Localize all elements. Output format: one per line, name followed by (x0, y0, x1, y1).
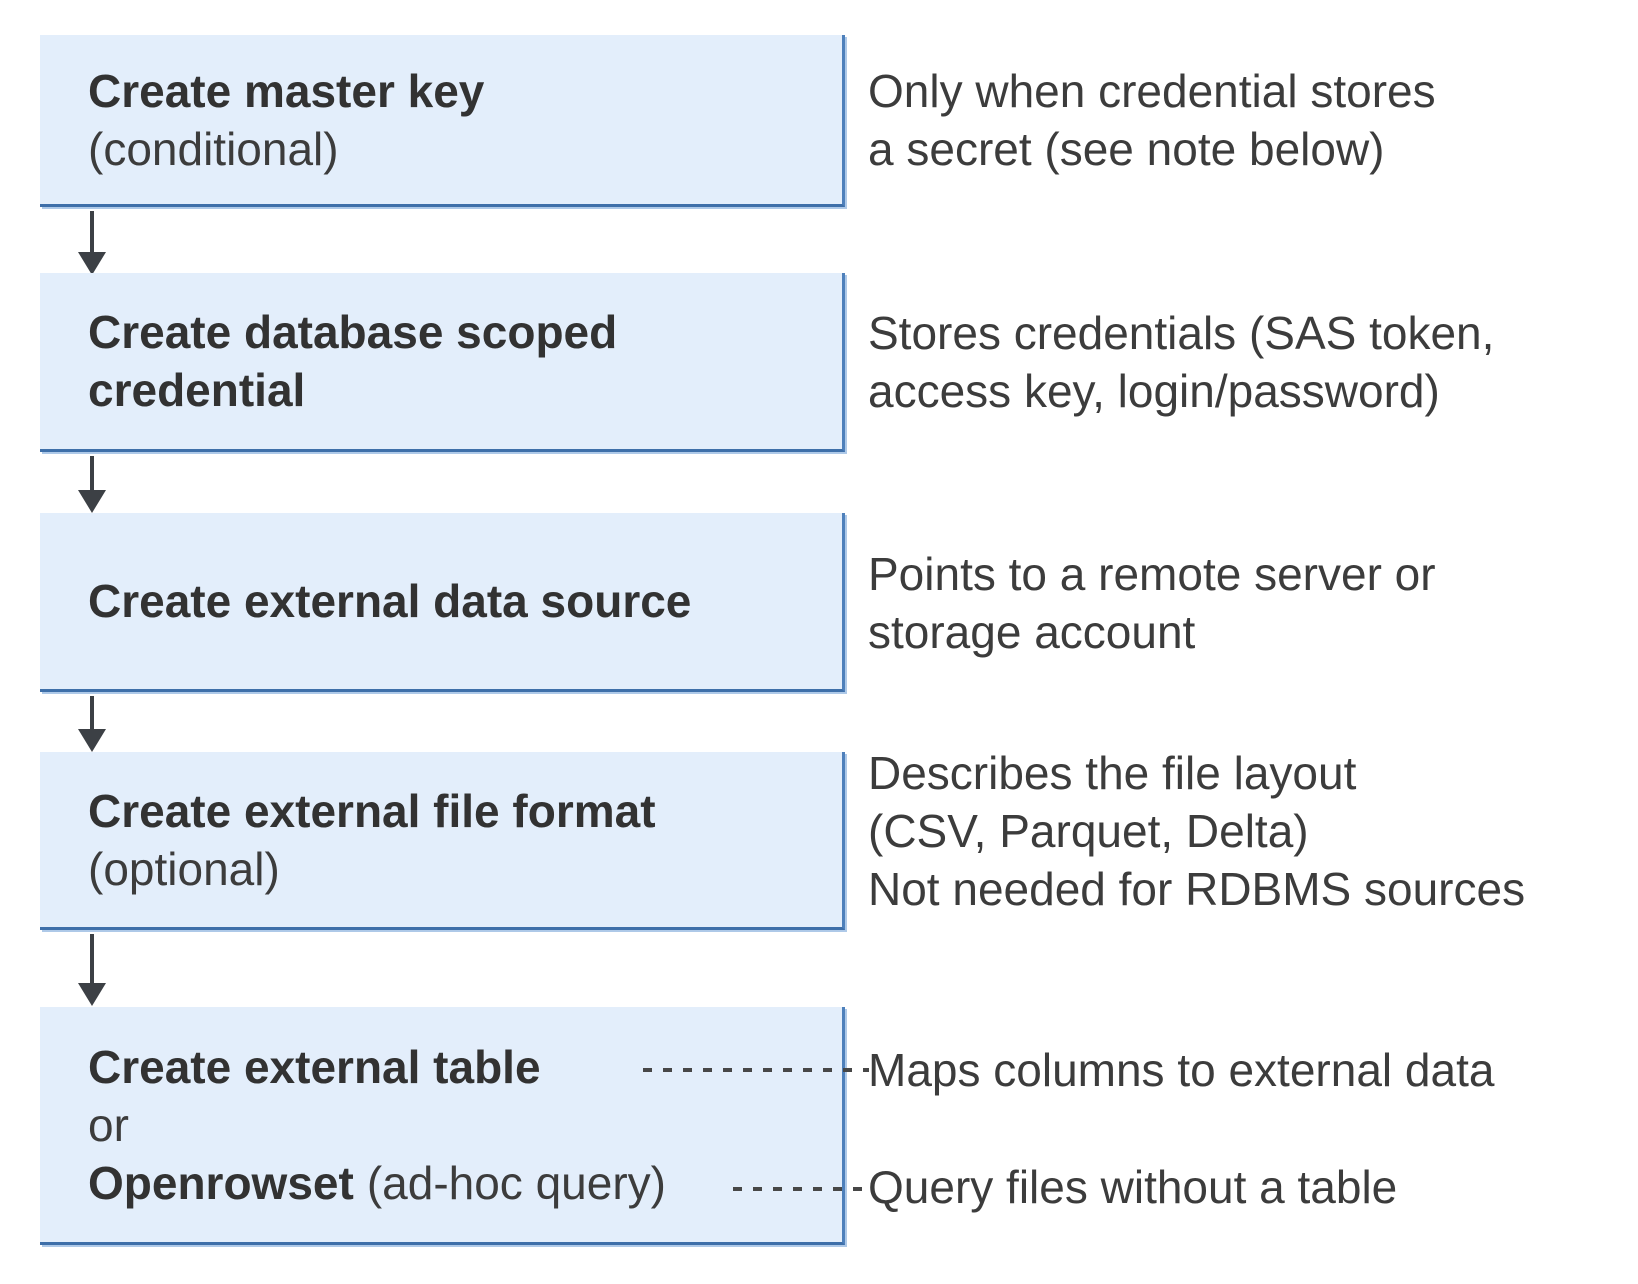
note-line: Not needed for RDBMS sources (868, 863, 1526, 915)
step-alt-qualifier-text: (ad-hoc query) (366, 1156, 666, 1209)
step-box-create-external-file-format: Create external file format (optional) (40, 752, 845, 930)
step-box-create-database-scoped-credential: Create database scoped credential (40, 273, 845, 452)
step-conjunction-text: or (88, 1098, 129, 1151)
note-line: Only when credential stores (868, 65, 1436, 117)
step-qualifier: (conditional) (88, 120, 842, 178)
step-title-text: Create external data source (88, 575, 692, 627)
step-title-text: credential (88, 364, 306, 416)
step-alt-title-text: Openrowset (88, 1156, 354, 1209)
note-external-file-format: Describes the file layout (CSV, Parquet,… (868, 744, 1525, 918)
dashed-connector-external-table (643, 1068, 869, 1072)
step-title: Create external table (88, 1038, 842, 1096)
note-line: Query files without a table (868, 1161, 1398, 1213)
step-title: credential (88, 361, 842, 419)
note-line: access key, login/password) (868, 365, 1440, 417)
step-title: Create master key (88, 62, 842, 120)
step-qualifier-text: (conditional) (88, 122, 339, 175)
step-title: Create external data source (88, 572, 842, 630)
note-create-master-key: Only when credential stores a secret (se… (868, 62, 1436, 178)
arrow-down-icon (72, 211, 112, 275)
arrow-down-icon (72, 696, 112, 752)
note-line: Stores credentials (SAS token, (868, 307, 1495, 359)
step-box-create-external-data-source: Create external data source (40, 513, 845, 692)
note-database-scoped-credential: Stores credentials (SAS token, access ke… (868, 304, 1494, 420)
note-external-table: Maps columns to external data (868, 1041, 1494, 1099)
note-line: storage account (868, 606, 1196, 658)
dashed-connector-openrowset (733, 1187, 869, 1191)
note-openrowset: Query files without a table (868, 1158, 1397, 1216)
step-title-text: Create external file format (88, 784, 656, 837)
note-external-data-source: Points to a remote server or storage acc… (868, 545, 1436, 661)
arrow-down-icon (72, 934, 112, 1006)
step-title-text: Create database scoped (88, 306, 618, 358)
note-line: (CSV, Parquet, Delta) (868, 805, 1309, 857)
step-conjunction: or (88, 1096, 842, 1154)
step-alt-title: Openrowset(ad-hoc query) (88, 1154, 842, 1212)
step-title: Create external file format (88, 782, 842, 840)
step-qualifier: (optional) (88, 840, 842, 898)
step-title-text: Create external table (88, 1040, 541, 1093)
step-title: Create database scoped (88, 303, 842, 361)
step-box-create-master-key: Create master key (conditional) (40, 35, 845, 207)
note-line: a secret (see note below) (868, 123, 1385, 175)
note-line: Describes the file layout (868, 747, 1357, 799)
note-line: Maps columns to external data (868, 1044, 1495, 1096)
note-line: Points to a remote server or (868, 548, 1436, 600)
arrow-down-icon (72, 456, 112, 513)
step-box-create-external-table-or-openrowset: Create external table or Openrowset(ad-h… (40, 1007, 845, 1245)
step-qualifier-text: (optional) (88, 842, 280, 895)
step-title-text: Create master key (88, 64, 485, 117)
